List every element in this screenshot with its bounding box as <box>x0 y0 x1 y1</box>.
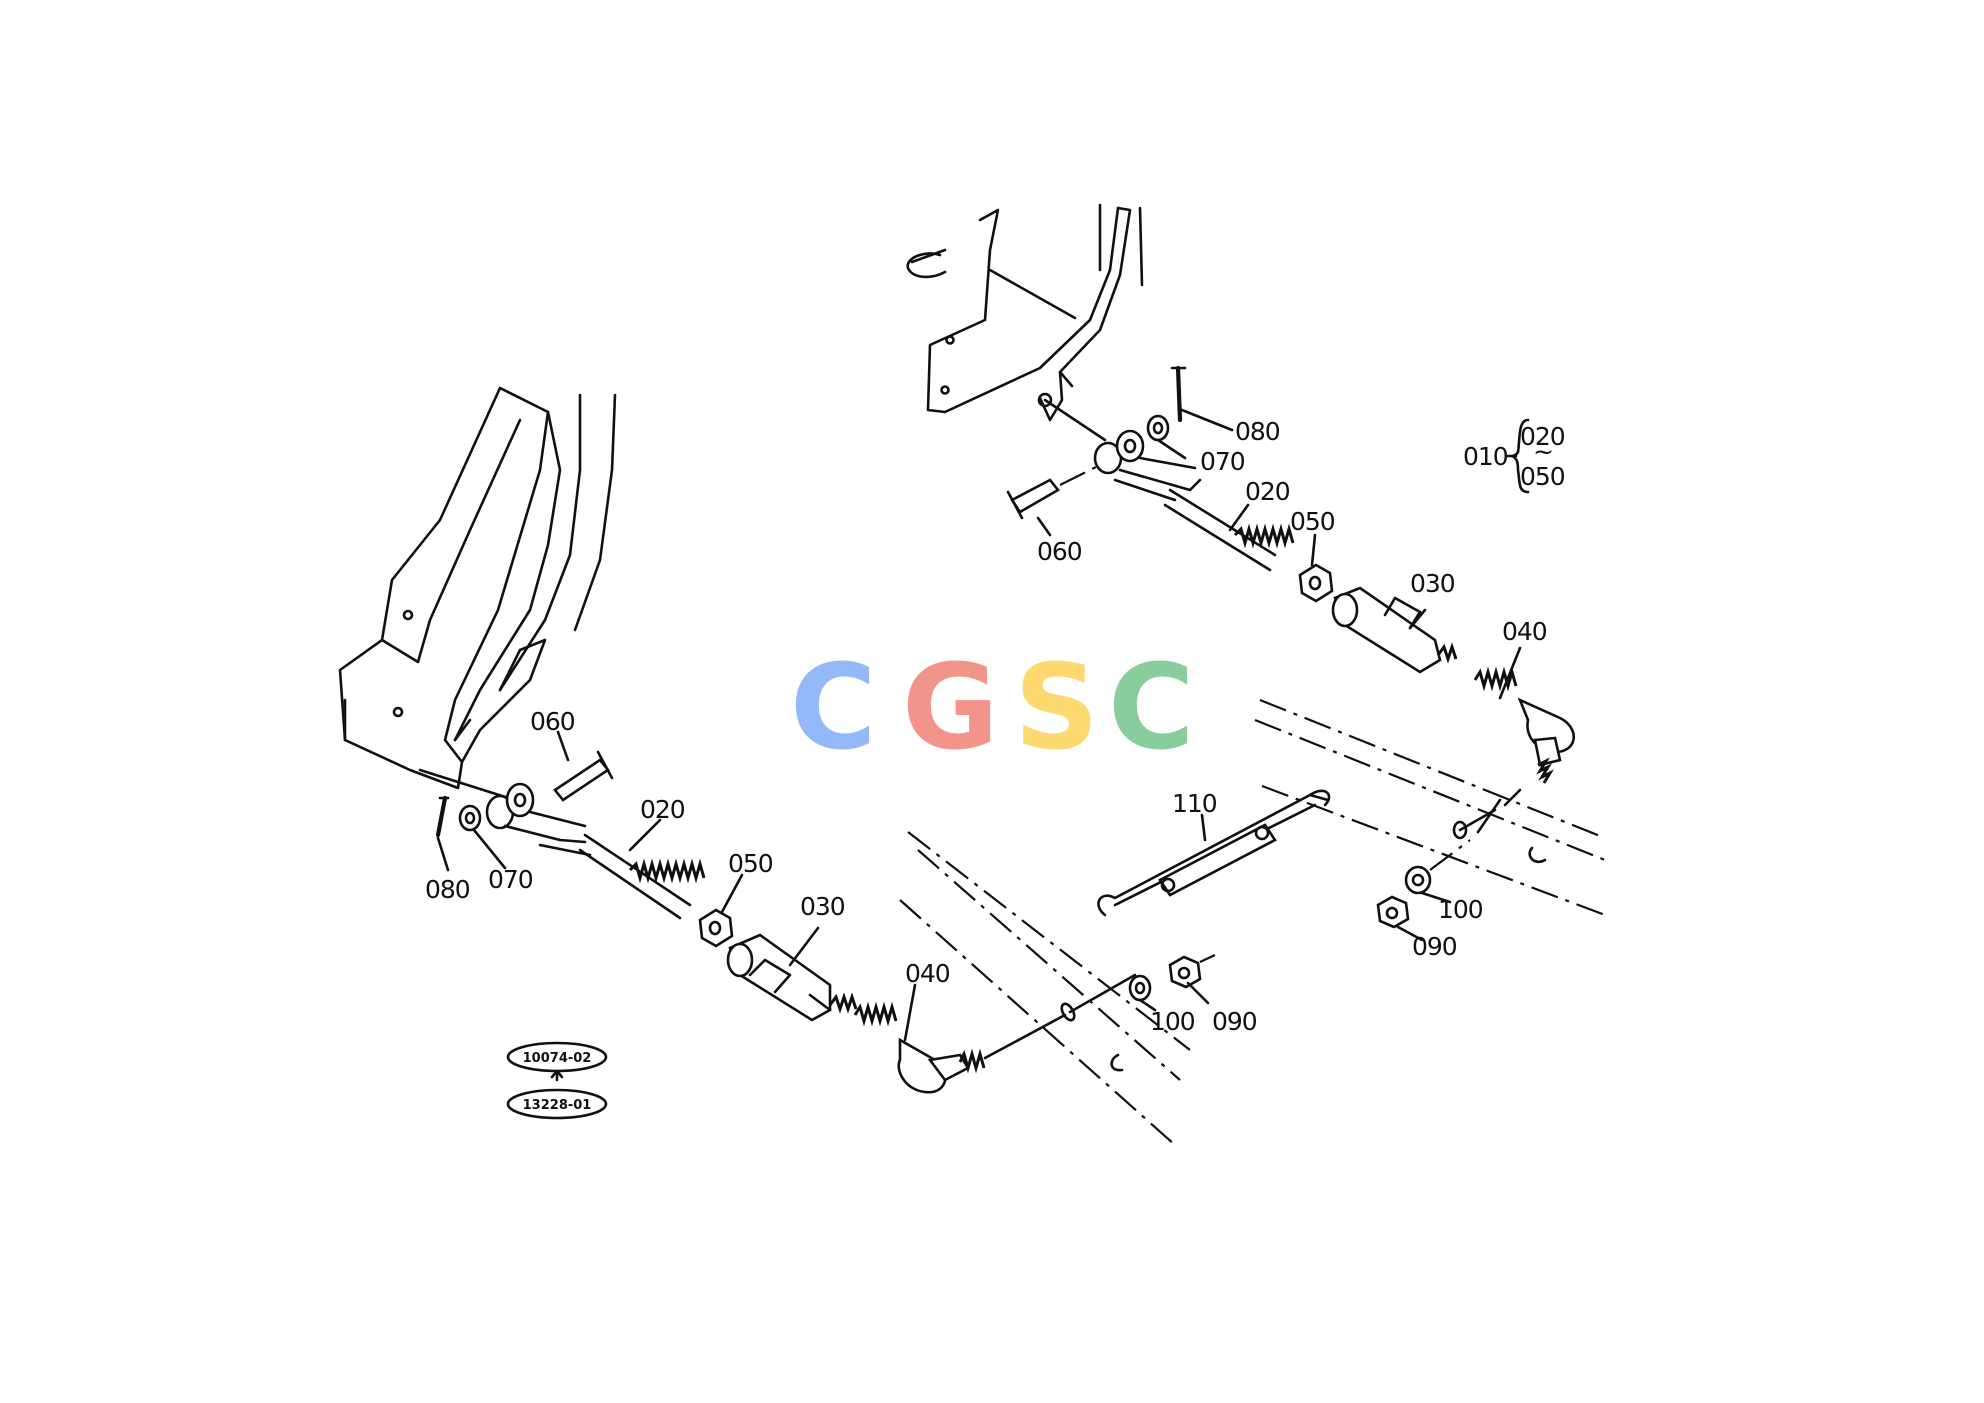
lower-hardware <box>1128 839 1471 1002</box>
callout-110: 110 <box>1172 789 1217 818</box>
leader-lines <box>436 408 1522 1042</box>
callout-left-080: 080 <box>425 875 470 904</box>
cgsc-watermark: C G S C <box>790 638 1195 776</box>
callout-left-060: 060 <box>530 707 575 736</box>
callout-right-050: 050 <box>1290 507 1335 536</box>
reference-code-1: 10074-02 <box>523 1051 592 1066</box>
callout-labels: 060 020 050 030 040 080 070 080 070 020 … <box>425 417 1548 1036</box>
assembly-parent: 010 <box>1463 442 1508 471</box>
watermark-letter-g: G <box>902 638 999 776</box>
callout-right-040: 040 <box>1502 617 1547 646</box>
callout-right-080: 080 <box>1235 417 1280 446</box>
reference-oval-2 <box>506 1088 608 1120</box>
left-linkage <box>418 750 1067 1094</box>
assembly-connector: ~ <box>1533 437 1553 466</box>
watermark-letter-s: S <box>1014 638 1099 776</box>
right-frame-bracket <box>906 203 1144 422</box>
left-frame-bracket <box>338 386 617 790</box>
assembly-from: 020 <box>1520 422 1565 451</box>
callout-right-090: 090 <box>1412 932 1457 961</box>
callout-left-070: 070 <box>488 865 533 894</box>
reference-code-2: 13228-01 <box>523 1098 592 1113</box>
callout-left-050: 050 <box>728 849 773 878</box>
left-axle-rail <box>899 831 1191 1146</box>
assembly-note: 010 020 ~ 050 <box>1463 418 1566 494</box>
callout-left-090: 090 <box>1212 1007 1257 1036</box>
right-axle-rail <box>1254 698 1611 917</box>
callout-right-020: 020 <box>1245 477 1290 506</box>
callout-right-100: 100 <box>1438 895 1483 924</box>
callout-right-060: 060 <box>1037 537 1082 566</box>
callout-left-040: 040 <box>905 959 950 988</box>
callout-right-030: 030 <box>1410 569 1455 598</box>
tension-spring-110 <box>1097 789 1331 917</box>
right-linkage <box>1006 365 1576 807</box>
callout-left-030: 030 <box>800 892 845 921</box>
callout-left-100: 100 <box>1150 1007 1195 1036</box>
reference-codes: 10074-02 13228-01 <box>506 1041 608 1120</box>
watermark-letter-c2: C <box>1108 638 1195 776</box>
watermark-letter-c1: C <box>790 638 877 776</box>
callout-right-070: 070 <box>1200 447 1245 476</box>
assembly-to: 050 <box>1520 462 1565 491</box>
callout-left-020: 020 <box>640 795 685 824</box>
